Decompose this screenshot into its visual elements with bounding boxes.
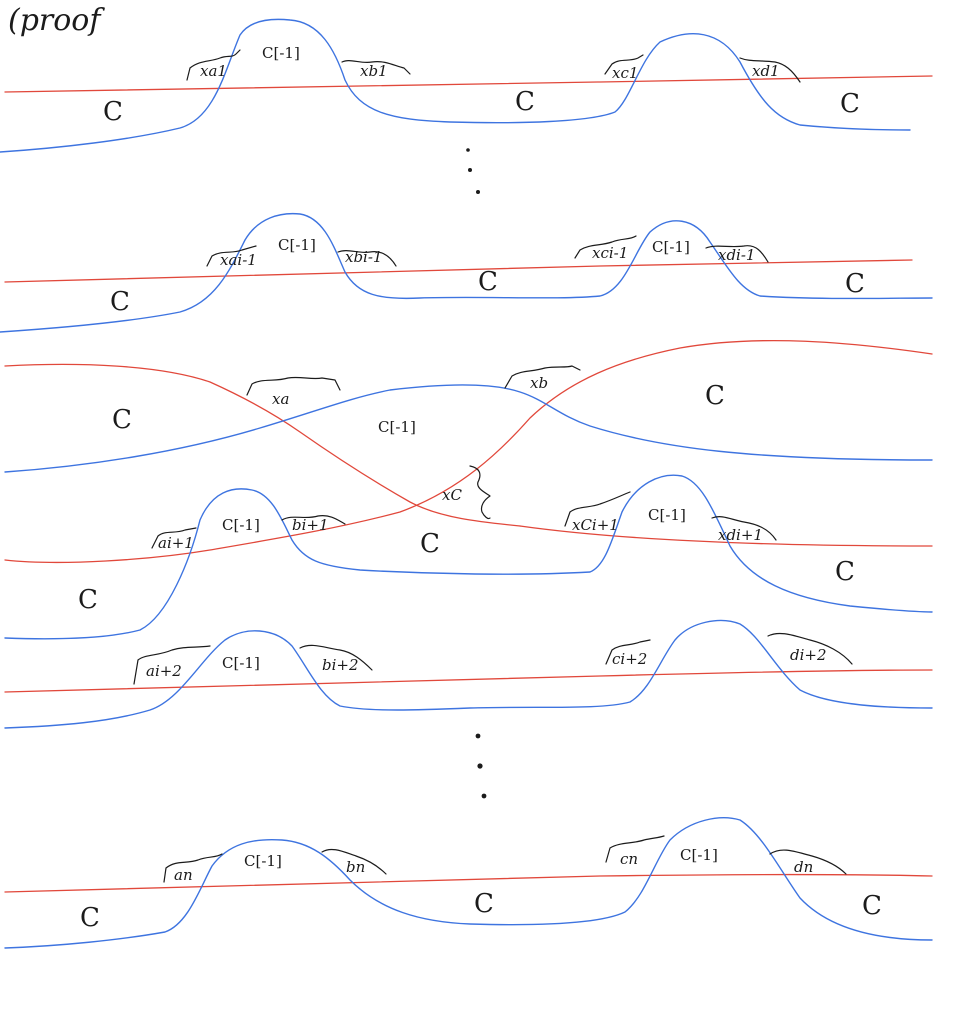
row-6-label-c: cn xyxy=(620,850,638,868)
row-2-label-d: xdi-1 xyxy=(718,246,755,264)
row-2-red-curve xyxy=(4,259,913,283)
row-5-label-d: di+2 xyxy=(790,646,827,664)
row-1-brace-c xyxy=(604,54,644,75)
row-2-label-a: xai-1 xyxy=(220,251,257,269)
row-1-region-right: C xyxy=(840,89,860,119)
row-5-bump-label: C[-1] xyxy=(222,654,260,672)
row-1-label-a: xa1 xyxy=(200,62,227,80)
row-3-blue-curve xyxy=(4,384,933,473)
row-4: ai+1 bi+1 xCi+1 xdi+1 C[-1] C[-1] C C C xyxy=(4,474,933,640)
ellipsis-1 xyxy=(466,148,480,194)
row-1-label-c: xc1 xyxy=(612,64,638,82)
row-4-label-a: ai+1 xyxy=(158,534,194,552)
row-4-label-c: xCi+1 xyxy=(572,516,619,534)
row-5-red-curve xyxy=(4,669,933,693)
row-1-brace-a xyxy=(186,49,241,81)
row-4-region-left: C xyxy=(78,585,98,615)
row-4-bump-label-2: C[-1] xyxy=(648,506,686,524)
row-4-blue-curve xyxy=(4,474,933,640)
row-5: ai+2 bi+2 ci+2 di+2 C[-1] xyxy=(4,619,933,729)
row-5-brace-a xyxy=(133,645,211,685)
row-3-label-c: xC xyxy=(442,486,462,504)
row-1-red-curve xyxy=(4,75,933,93)
row-1-label-b: xb1 xyxy=(360,62,388,80)
row-1-label-d: xd1 xyxy=(752,62,780,80)
row-4-red-curve xyxy=(519,525,933,547)
row-6-brace-c xyxy=(605,835,665,863)
row-2-brace-d xyxy=(705,245,769,263)
row-2-brace-c xyxy=(574,235,637,259)
row-5-label-c: ci+2 xyxy=(612,650,647,668)
row-3-center-label: C[-1] xyxy=(378,418,416,436)
row-3-region-left: C xyxy=(112,405,132,435)
row-2-blue-curve xyxy=(0,212,933,333)
row-1-brace-d xyxy=(739,57,801,83)
row-3-label-a: xa xyxy=(272,390,289,408)
row-1: xa1 xb1 xc1 xd1 C[-1] C C C xyxy=(0,18,933,153)
row-4-red-curve-rise xyxy=(4,339,933,564)
row-5-brace-b xyxy=(299,644,373,671)
row-6-region-mid: C xyxy=(474,889,494,919)
row-6-label-d: dn xyxy=(794,858,813,876)
row-4-brace-a xyxy=(151,527,197,549)
row-3-region-right: C xyxy=(705,381,725,411)
row-4-brace-d xyxy=(711,516,777,541)
ellipsis-2 xyxy=(475,733,487,799)
row-1-region-left: C xyxy=(103,97,123,127)
row-6-brace-a xyxy=(163,853,223,883)
row-5-brace-c xyxy=(605,639,651,665)
row-6-label-a: an xyxy=(174,866,193,884)
row-2-brace-b xyxy=(337,249,397,267)
row-4-region-right: C xyxy=(835,557,855,587)
row-2: xai-1 xbi-1 xci-1 xdi-1 C[-1] C[-1] C C … xyxy=(0,212,933,333)
row-2-bump-label-2: C[-1] xyxy=(652,238,690,256)
row-5-brace-d xyxy=(767,632,853,665)
row-6-blue-curve xyxy=(4,817,933,949)
row-4-region-mid: C xyxy=(420,529,440,559)
row-2-label-b: xbi-1 xyxy=(345,248,382,266)
row-5-label-a: ai+2 xyxy=(146,662,182,680)
row-2-label-c: xci-1 xyxy=(592,244,628,262)
row-6-brace-d xyxy=(769,849,847,875)
row-2-region-mid: C xyxy=(478,267,498,297)
row-1-bump-label: C[-1] xyxy=(262,44,300,62)
proof-title: (proof xyxy=(8,3,105,38)
row-6-bump-label-2: C[-1] xyxy=(680,846,718,864)
row-4-brace-c xyxy=(564,491,631,527)
row-1-brace-b xyxy=(341,59,411,75)
row-6-bump-label-1: C[-1] xyxy=(244,852,282,870)
row-4-brace-b xyxy=(281,515,346,525)
row-6-region-left: C xyxy=(80,903,100,933)
row-4-label-b: bi+1 xyxy=(292,516,329,534)
row-5-label-b: bi+2 xyxy=(322,656,359,674)
row-4-label-d: xdi+1 xyxy=(718,526,763,544)
row-6-red-curve xyxy=(4,873,933,893)
row-2-brace-a xyxy=(206,245,257,267)
row-2-bump-label-1: C[-1] xyxy=(278,236,316,254)
row-3-label-b: xb xyxy=(530,374,548,392)
row-1-region-mid: C xyxy=(515,87,535,117)
row-3: xa xb xC C[-1] C C xyxy=(4,339,933,564)
row-3-brace-b xyxy=(504,365,581,389)
row-1-blue-curve xyxy=(0,18,911,153)
row-6: an bn cn dn C[-1] C[-1] C C C xyxy=(4,817,933,949)
row-6-label-b: bn xyxy=(346,858,365,876)
row-3-brace-c xyxy=(469,465,491,520)
row-2-region-left: C xyxy=(110,287,130,317)
row-5-blue-curve xyxy=(4,619,933,729)
row-3-red-curve xyxy=(4,363,521,527)
row-6-region-right: C xyxy=(862,891,882,921)
row-4-bump-label-1: C[-1] xyxy=(222,516,260,534)
row-3-brace-a xyxy=(246,376,341,396)
row-2-region-right: C xyxy=(845,269,865,299)
row-6-brace-b xyxy=(321,848,387,875)
